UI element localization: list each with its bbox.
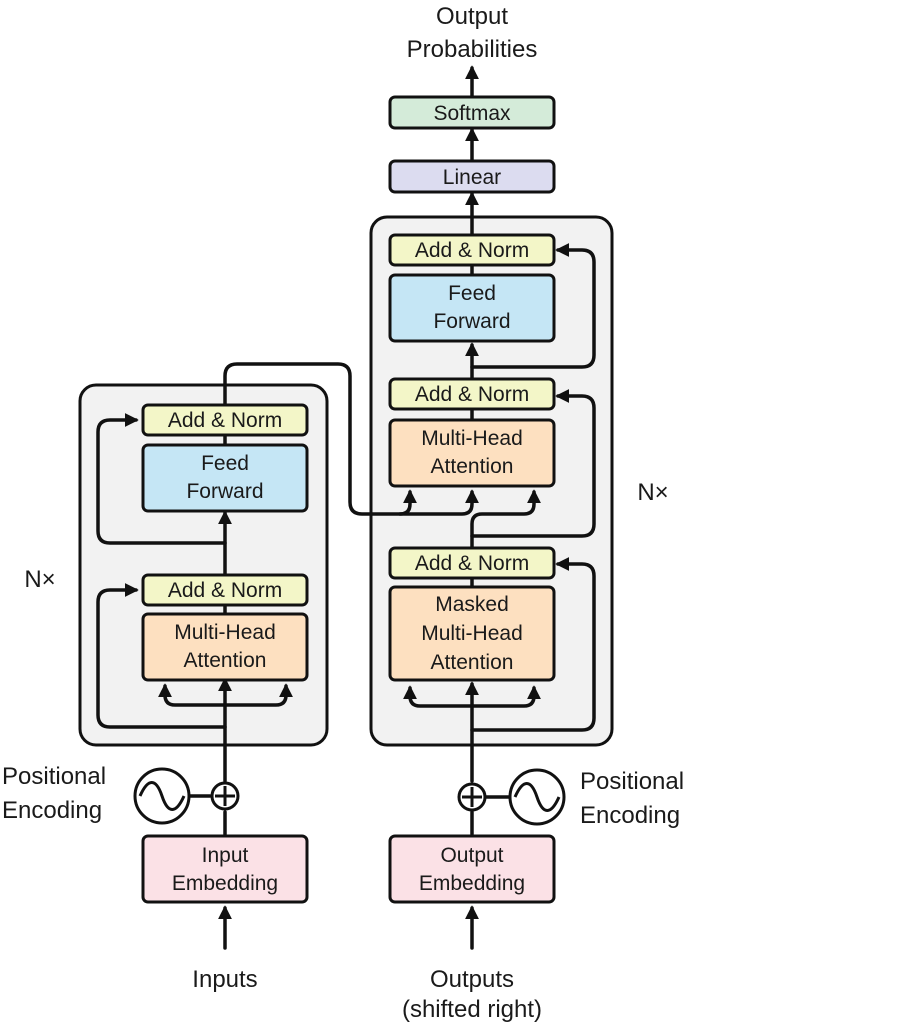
decoder-cross-attention: [388, 418, 556, 488]
output-probabilities-label-line2: Probabilities: [407, 36, 538, 63]
decoder-feed-forward-label-line2: Forward: [433, 310, 510, 333]
decoder-feed-forward-label-line1: Feed: [448, 282, 496, 305]
encoder-positional-sine-icon: [133, 767, 191, 825]
encoder-feed-forward: [141, 443, 309, 513]
decoder-masked-attention: [388, 585, 556, 682]
linear-box: [388, 159, 556, 194]
decoder-cross-attention-label-line2: Attention: [431, 455, 514, 478]
decoder-masked-attention-label-line3: Attention: [431, 651, 514, 674]
decoder-add-icon: [457, 782, 487, 812]
encoder-attention-label-line2: Attention: [184, 649, 267, 672]
encoder-add-norm-bottom-label: Add & Norm: [168, 579, 282, 602]
encoder-add-icon: [210, 781, 240, 811]
output-embedding-label-line2: Embedding: [419, 872, 525, 895]
decoder-positional-sine-icon: [508, 768, 566, 826]
output-probabilities-label-line1: Output: [436, 3, 508, 30]
decoder-add-norm-middle-label: Add & Norm: [415, 383, 529, 406]
decoder-positional-label-line1: Positional: [580, 768, 684, 795]
encoder-positional-label-line2: Encoding: [2, 797, 102, 824]
softmax-label: Softmax: [433, 102, 511, 125]
linear-label: Linear: [443, 166, 501, 189]
decoder-add-norm-top: [388, 233, 556, 267]
decoder-repeat-label: N×: [637, 479, 668, 506]
inputs-label: Inputs: [192, 966, 257, 993]
outputs-label-line1: Outputs: [430, 966, 514, 993]
output-embedding-box: [388, 834, 556, 904]
encoder-feed-forward-label-line2: Forward: [186, 480, 263, 503]
decoder-add-norm-top-label: Add & Norm: [415, 239, 529, 262]
decoder-masked-attention-label-line1: Masked: [435, 593, 509, 616]
encoder-stack: [78, 383, 329, 747]
decoder-masked-attention-label-line2: Multi-Head: [421, 622, 523, 645]
outputs-label-line2: (shifted right): [402, 996, 542, 1023]
encoder-multi-head-attention: [141, 612, 309, 682]
decoder-add-norm-middle: [388, 377, 556, 411]
decoder-cross-attention-label-line1: Multi-Head: [421, 427, 523, 450]
input-embedding-label-line2: Embedding: [172, 872, 278, 895]
encoder-positional-label-line1: Positional: [2, 763, 106, 790]
output-embedding-label-line1: Output: [440, 844, 503, 867]
encoder-feed-forward-label-line1: Feed: [201, 452, 249, 475]
encoder-attention-label-line1: Multi-Head: [174, 621, 276, 644]
encoder-add-norm-top: [141, 403, 309, 437]
decoder-feed-forward: [388, 273, 556, 343]
encoder-add-norm-bottom: [141, 573, 309, 607]
encoder-repeat-label: N×: [24, 566, 55, 593]
input-embedding-label-line1: Input: [202, 844, 249, 867]
decoder-add-norm-bottom-label: Add & Norm: [415, 552, 529, 575]
input-embedding-box: [141, 834, 309, 904]
decoder-positional-label-line2: Encoding: [580, 802, 680, 829]
decoder-add-norm-bottom: [388, 546, 556, 580]
encoder-add-norm-top-label: Add & Norm: [168, 409, 282, 432]
softmax-box: [388, 95, 556, 130]
